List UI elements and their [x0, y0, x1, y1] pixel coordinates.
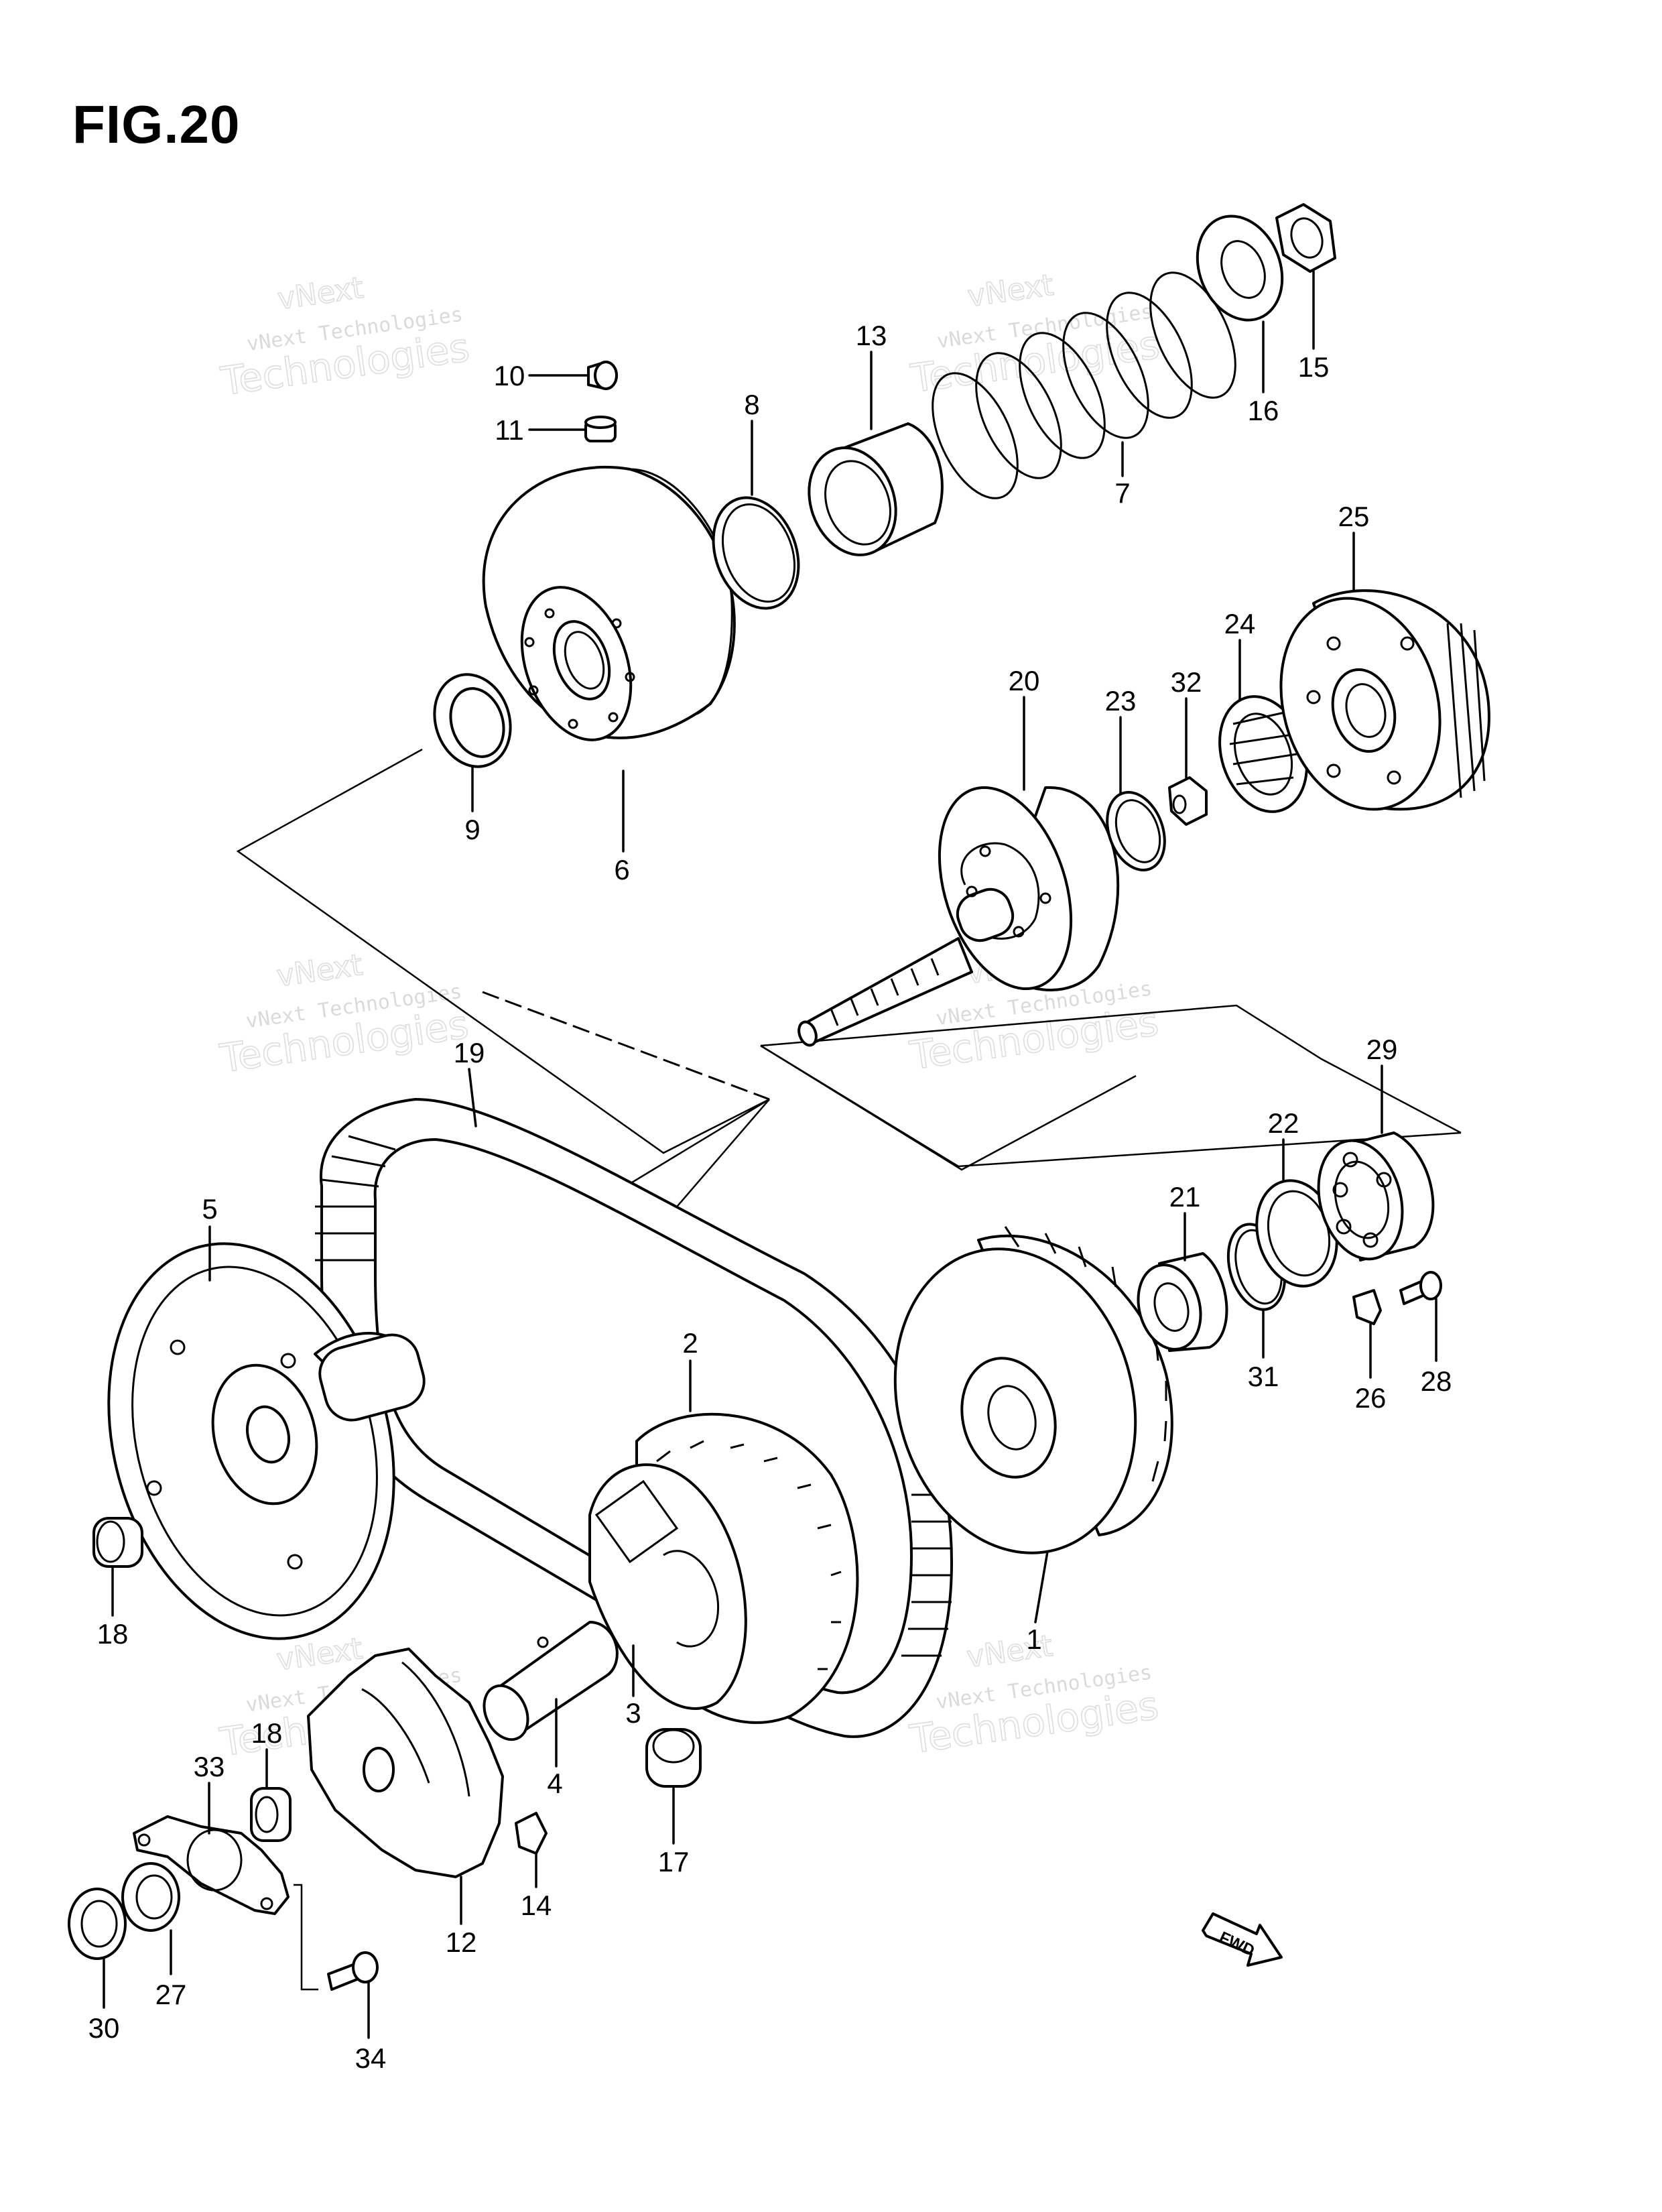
callout-30: 30	[88, 2012, 120, 2044]
part-33-cover-plate	[133, 1815, 290, 1915]
callout-6: 6	[614, 854, 629, 885]
callout-12: 12	[446, 1926, 477, 1958]
callout-9: 9	[464, 814, 480, 845]
callout-24: 24	[1224, 608, 1256, 639]
part-7-spring	[932, 271, 1236, 499]
callout-23: 23	[1105, 685, 1137, 717]
callout-31: 31	[1248, 1361, 1279, 1392]
callout-7: 7	[1114, 477, 1130, 509]
watermark-text: vNext	[966, 268, 1056, 314]
callout-14: 14	[521, 1890, 552, 1921]
part-32-nut	[1168, 776, 1208, 826]
callout-26: 26	[1355, 1382, 1387, 1414]
assembly-guide-lines	[236, 748, 1462, 1991]
part-1-driven-pulley	[893, 1226, 1173, 1554]
part-9-seal-ring	[433, 673, 512, 768]
callout-34: 34	[355, 2042, 387, 2074]
part-4-spacer-tube	[483, 1621, 619, 1741]
callout-10: 10	[494, 360, 525, 391]
part-18-collar	[92, 1517, 143, 1568]
callout-19: 19	[454, 1037, 485, 1068]
part-15-nut	[1275, 203, 1336, 273]
part-2-movable-face	[588, 1413, 859, 1724]
part-20-shaft	[797, 786, 1120, 1047]
part-18-collar-2	[250, 1787, 292, 1842]
callout-8: 8	[744, 389, 759, 420]
part-22-oil-seal	[1255, 1179, 1338, 1288]
callout-15: 15	[1298, 351, 1330, 383]
callout-28: 28	[1421, 1365, 1452, 1397]
callout-1: 1	[1026, 1623, 1041, 1655]
watermark-text: vNext	[275, 948, 365, 993]
callout-labels: 1 2 3 4 5 6 7 8 9 10 11 12 13 14 15 16 1…	[88, 320, 1452, 2074]
callout-21: 21	[1169, 1181, 1201, 1213]
callout-25: 25	[1338, 501, 1370, 532]
part-25-clutch-housing	[1279, 589, 1490, 811]
part-13-sleeve	[808, 422, 944, 556]
part-29-ball-bearing	[1317, 1131, 1435, 1262]
part-14-slider	[515, 1812, 548, 1855]
callout-2: 2	[682, 1327, 698, 1359]
part-16-washer	[1196, 214, 1284, 322]
callout-22: 22	[1268, 1107, 1299, 1139]
callout-27: 27	[155, 1979, 187, 2010]
callout-33: 33	[194, 1751, 225, 1782]
part-12-ramp-plate	[307, 1648, 504, 1878]
part-30-seal	[68, 1888, 127, 1960]
part-27-oil-seal	[121, 1862, 180, 1932]
part-26-stopper	[1352, 1289, 1382, 1325]
part-6-driven-face	[482, 465, 736, 741]
callout-11: 11	[495, 414, 524, 446]
figure-title: FIG.20	[72, 95, 241, 154]
part-17-bushing	[645, 1728, 702, 1788]
watermark-text: vNext	[275, 271, 365, 316]
part-23-ring	[1106, 790, 1166, 872]
part-34-bolt	[327, 1951, 379, 1991]
part-5-fixed-face	[107, 1242, 426, 1640]
callout-29: 29	[1366, 1034, 1398, 1065]
part-8-o-ring	[712, 496, 800, 610]
part-28-bolt	[1399, 1271, 1442, 1305]
callout-4: 4	[547, 1768, 562, 1799]
part-10-cap	[587, 361, 618, 390]
callout-20: 20	[1009, 665, 1040, 696]
callout-3: 3	[625, 1697, 641, 1729]
callout-32: 32	[1171, 666, 1202, 698]
callout-13: 13	[856, 320, 887, 351]
forward-direction-arrow: FWD	[1202, 1912, 1283, 1967]
callout-18: 18	[97, 1618, 129, 1650]
part-21-spacer	[1137, 1252, 1228, 1352]
callout-5: 5	[202, 1193, 217, 1225]
callout-17: 17	[658, 1846, 690, 1878]
part-11-collar	[584, 416, 617, 442]
leader-lines	[103, 270, 1437, 2039]
callout-18-second: 18	[251, 1717, 283, 1749]
callout-16: 16	[1248, 395, 1279, 426]
